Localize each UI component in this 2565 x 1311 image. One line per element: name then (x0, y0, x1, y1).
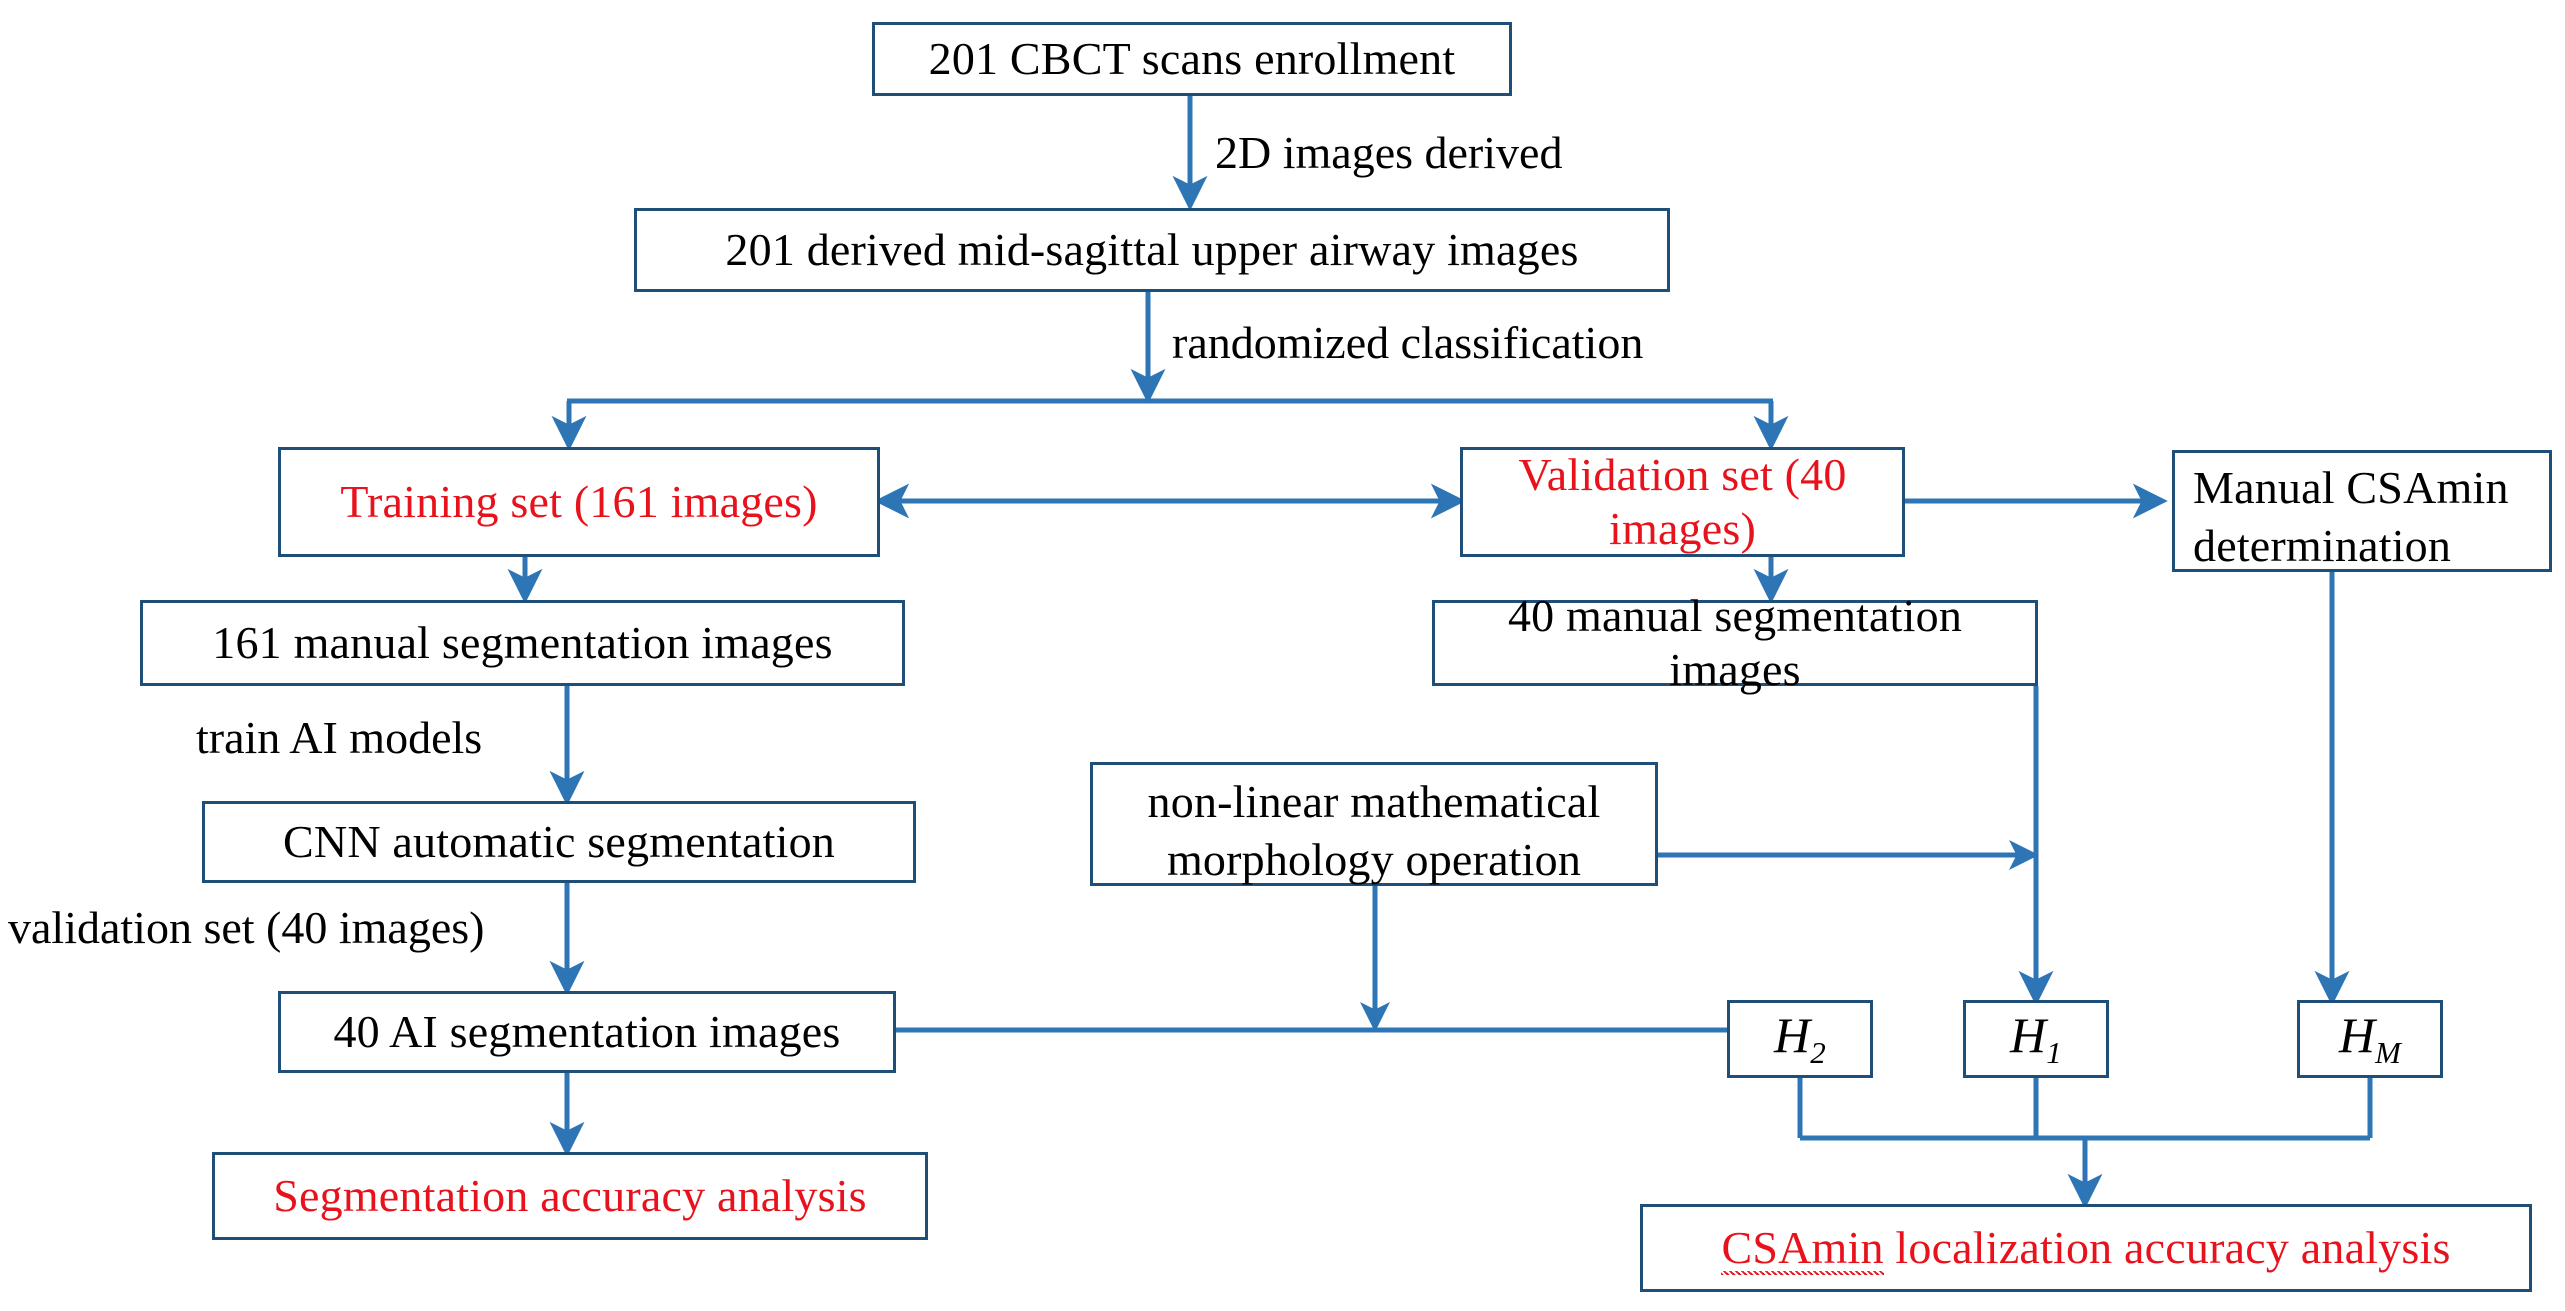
node-cnn-segmentation-label: CNN automatic segmentation (283, 815, 835, 867)
node-hm-base: H (2338, 1007, 2376, 1064)
node-validation-set-label: Validation set (40 images) (1518, 448, 1847, 554)
node-manual-seg-40-label: 40 manual segmentation images (1507, 589, 1963, 695)
node-derived-images-label: 201 derived mid-sagittal upper airway im… (725, 223, 1579, 275)
node-segmentation-accuracy-label: Segmentation accuracy analysis (273, 1169, 867, 1221)
node-ai-seg-40-label: 40 AI segmentation images (333, 1005, 841, 1057)
node-manual-seg-161[interactable]: 161 manual segmentation images (140, 600, 905, 686)
node-validation-set[interactable]: Validation set (40 images) (1460, 447, 1905, 557)
edge-label-2d-images-derived: 2D images derived (1215, 127, 1563, 178)
node-morphology-operation[interactable]: non-linear mathematical morphology opera… (1090, 762, 1658, 886)
node-h1-subscript: 1 (2046, 1035, 2062, 1071)
connector-group (507, 95, 2373, 1209)
edge-label-train-ai-models: train AI models (196, 712, 483, 763)
node-morphology-line1: non-linear mathematical (1147, 776, 1601, 827)
node-manual-csamin-line1: Manual CSAmin (2193, 462, 2509, 513)
node-h1[interactable]: H1 (1963, 1000, 2109, 1078)
node-h1-base: H (2009, 1007, 2047, 1064)
node-hm-label: HM (2329, 1006, 2411, 1072)
edge-label-randomized-classification: randomized classification (1172, 317, 1644, 368)
node-cnn-segmentation[interactable]: CNN automatic segmentation (202, 801, 916, 883)
node-training-set[interactable]: Training set (161 images) (278, 447, 880, 557)
node-h2-label: H2 (1764, 1006, 1836, 1072)
node-h2[interactable]: H2 (1727, 1000, 1873, 1078)
node-manual-seg-161-label: 161 manual segmentation images (212, 616, 833, 668)
node-derived-images[interactable]: 201 derived mid-sagittal upper airway im… (634, 208, 1670, 292)
node-csamin-accuracy-label: CSAmin localization accuracy analysis (1711, 1221, 2460, 1275)
node-manual-seg-40[interactable]: 40 manual segmentation images (1432, 590, 2038, 695)
node-segmentation-accuracy[interactable]: Segmentation accuracy analysis (212, 1152, 928, 1240)
node-hm[interactable]: HM (2297, 1000, 2443, 1078)
node-csamin-accuracy-term: CSAmin (1721, 1221, 1884, 1275)
node-h2-subscript: 2 (1810, 1035, 1826, 1071)
node-cbct-enrollment-label: 201 CBCT scans enrollment (928, 32, 1456, 84)
node-morphology-line2: morphology operation (1166, 833, 1582, 885)
node-cbct-enrollment[interactable]: 201 CBCT scans enrollment (872, 22, 1512, 96)
node-manual-csamin-determination[interactable]: Manual CSAmin determination (2172, 450, 2552, 572)
edge-label-validation-set-40: validation set (40 images) (8, 902, 485, 953)
node-h1-label: H1 (2000, 1006, 2072, 1072)
node-csamin-accuracy-rest: localization accuracy analysis (1883, 1221, 2451, 1273)
node-hm-subscript: M (2375, 1035, 2402, 1071)
node-h2-base: H (1773, 1007, 1811, 1064)
node-ai-seg-40[interactable]: 40 AI segmentation images (278, 991, 896, 1073)
node-manual-csamin-line2: determination (2193, 519, 2452, 571)
node-csamin-accuracy[interactable]: CSAmin localization accuracy analysis (1640, 1204, 2532, 1292)
node-training-set-label: Training set (161 images) (340, 475, 818, 527)
